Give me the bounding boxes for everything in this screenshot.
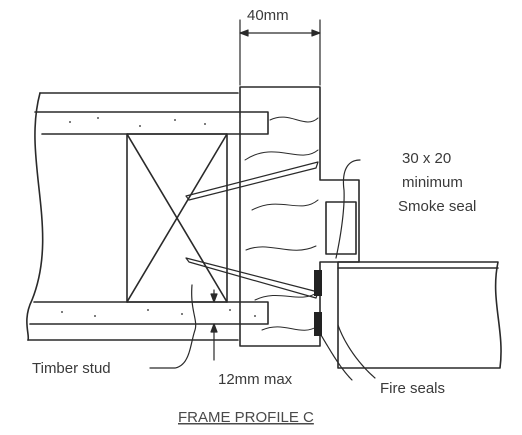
figure-caption: FRAME PROFILE C (178, 409, 314, 426)
fixing-screws (185, 161, 319, 299)
dimension-40mm (239, 19, 321, 86)
fire-seals-label: Fire seals (380, 380, 445, 397)
stud-label: Timber stud (32, 360, 111, 377)
upper-board (34, 111, 269, 135)
door-frame (239, 86, 360, 347)
wood-grain (244, 116, 319, 331)
door-leaf (337, 261, 502, 369)
dimension-top-label: 40mm (247, 7, 289, 24)
smoke-seal (325, 201, 357, 255)
wall-outline (26, 92, 239, 341)
lower-board (29, 301, 269, 325)
seal-note-line3: Smoke seal (398, 198, 476, 215)
seal-note-line1: 30 x 20 (402, 150, 451, 167)
gap-label: 12mm max (218, 371, 293, 388)
dimension-12mm (210, 289, 218, 361)
seal-note-line2: minimum (402, 174, 463, 191)
timber-stud (126, 133, 228, 303)
board-texture (61, 117, 256, 317)
fire-seals (314, 270, 322, 336)
leader-lines (149, 159, 376, 381)
